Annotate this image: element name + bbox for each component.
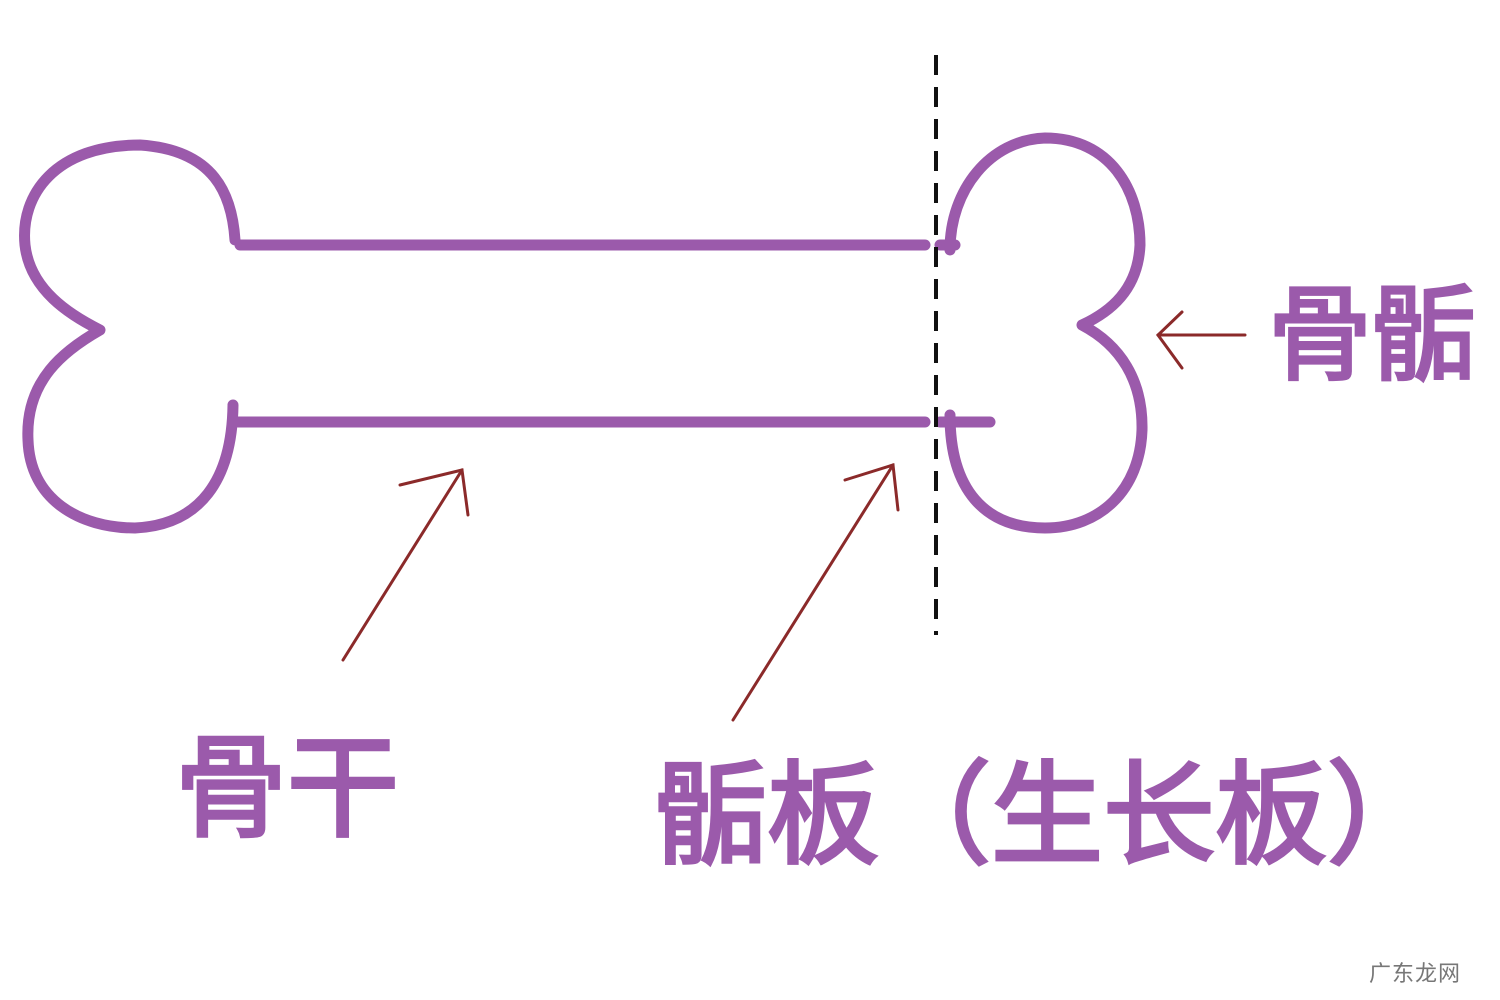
- right-bone-end: [944, 132, 1148, 534]
- arrow-to-epiphysis-icon: [1156, 310, 1247, 370]
- arrow-group: [341, 310, 1247, 722]
- diaphysis-label: 骨干: [175, 724, 399, 854]
- bone-outline-icon: [19, 132, 1148, 534]
- arrow-to-growth-plate-icon: [731, 463, 900, 722]
- epiphysis-label: 骨骺: [1268, 274, 1477, 396]
- arrow-to-diaphysis-icon: [341, 468, 470, 662]
- growth-plate-label: 骺板（生长板）: [655, 751, 1439, 881]
- left-bone-end: [19, 139, 241, 534]
- watermark: 广东龙网: [1365, 955, 1466, 989]
